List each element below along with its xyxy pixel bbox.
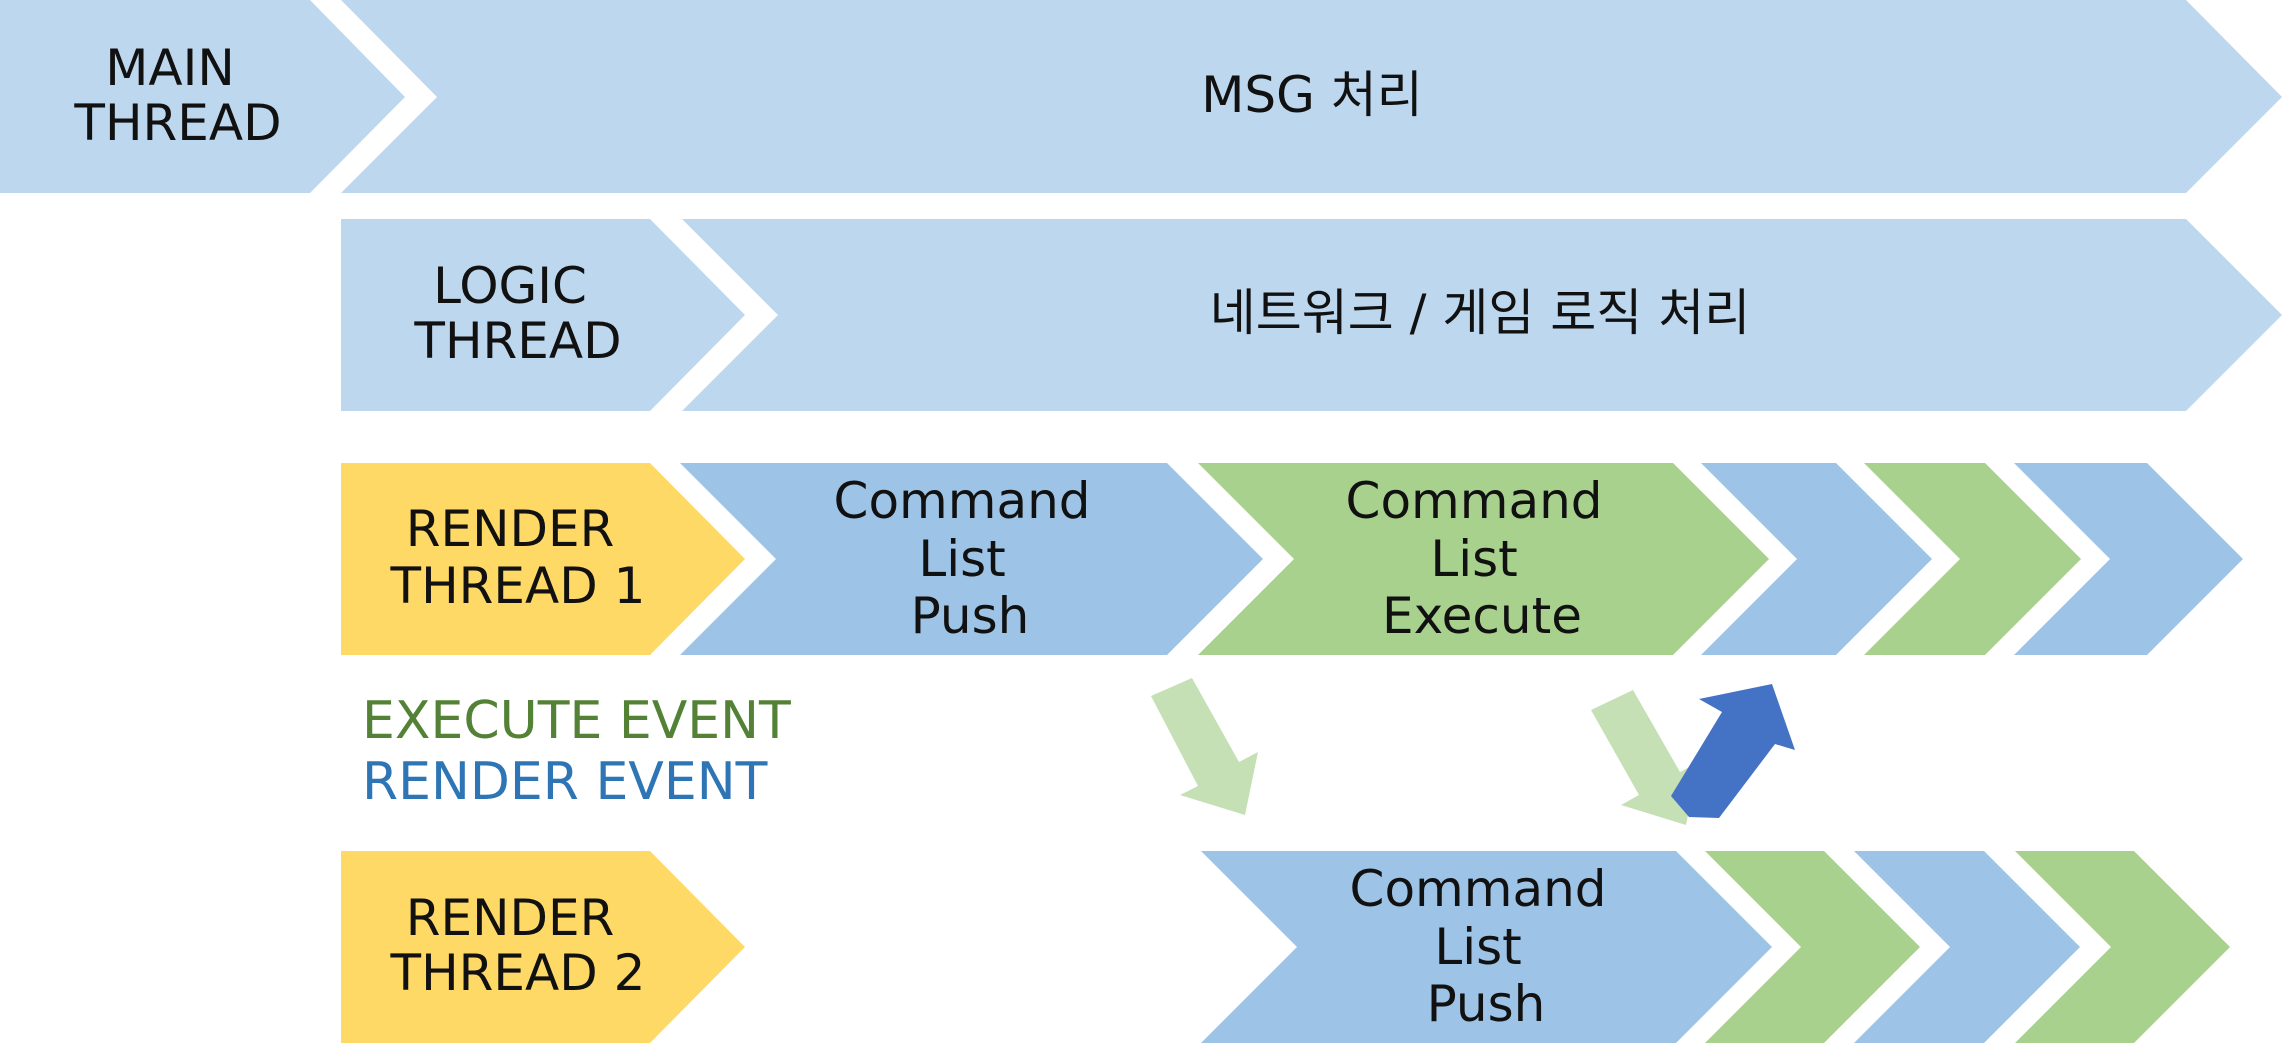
push2-label-line3: Push bbox=[1427, 975, 1546, 1033]
logic-thread-label-line1: LOGIC bbox=[433, 257, 587, 315]
render-thread-2-label-line1: RENDER bbox=[406, 889, 615, 947]
execute-event-arrow-2 bbox=[1591, 690, 1699, 825]
render-thread-2-label-line2: THREAD 2 bbox=[390, 944, 646, 1002]
main-thread-task-label: MSG 처리 bbox=[1201, 66, 1423, 124]
render-thread-2-label: RENDER THREAD 2 bbox=[390, 889, 646, 1002]
legend: EXECUTE EVENT RENDER EVENT bbox=[362, 691, 791, 812]
render-thread-1-render-chevron-1 bbox=[1701, 463, 1932, 655]
render-thread-1-label-line1: RENDER bbox=[406, 500, 615, 558]
main-thread-label-line2: THREAD bbox=[73, 94, 281, 152]
render-thread-2-execute-chevron-2 bbox=[2015, 851, 2230, 1043]
execute-event-arrow-1 bbox=[1151, 678, 1258, 815]
render-thread-1-label-line2: THREAD 1 bbox=[390, 557, 646, 615]
render-thread-1-label: RENDER THREAD 1 bbox=[390, 500, 646, 615]
legend-execute-event: EXECUTE EVENT bbox=[362, 691, 791, 751]
logic-thread-task-shape bbox=[682, 219, 2282, 411]
render-thread-2-push-shape bbox=[1201, 851, 1772, 1043]
push2-label-line1: Command bbox=[1350, 860, 1607, 918]
render-thread-2-row: RENDER THREAD 2 Command List Push bbox=[341, 851, 2230, 1043]
main-thread-label-line1: MAIN bbox=[105, 39, 235, 97]
logic-thread-label-line2: THREAD bbox=[413, 312, 621, 370]
legend-render-event: RENDER EVENT bbox=[362, 752, 768, 812]
execute-label-line2: List bbox=[1430, 530, 1517, 588]
render-thread-1-push-shape bbox=[680, 463, 1263, 655]
render-thread-1-row: RENDER THREAD 1 Command List Push Comman… bbox=[341, 463, 2243, 655]
render-event-arrow bbox=[1671, 684, 1795, 818]
event-arrows bbox=[1151, 678, 1795, 825]
logic-thread-header-shape bbox=[341, 219, 745, 411]
render-thread-1-execute-label: Command List Execute bbox=[1346, 472, 1619, 645]
execute-label-line1: Command bbox=[1346, 472, 1603, 530]
logic-thread-row: LOGIC THREAD 네트워크 / 게임 로직 처리 bbox=[341, 219, 2282, 411]
main-thread-label: MAIN THREAD bbox=[73, 39, 281, 152]
render-thread-2-execute-chevron-1 bbox=[1705, 851, 1920, 1043]
render-thread-1-render-chevron-2 bbox=[2014, 463, 2243, 655]
push-label-line1: Command bbox=[834, 472, 1091, 530]
render-thread-2-render-chevron-1 bbox=[1854, 851, 2080, 1043]
render-thread-1-header-shape bbox=[341, 463, 745, 655]
main-thread-task-shape bbox=[341, 0, 2282, 193]
render-thread-2-header-shape bbox=[341, 851, 745, 1043]
main-thread-row: MAIN THREAD MSG 처리 bbox=[0, 0, 2282, 193]
render-thread-2-push-label: Command List Push bbox=[1350, 860, 1623, 1033]
logic-thread-task-label: 네트워크 / 게임 로직 처리 bbox=[1210, 284, 1750, 342]
render-thread-1-push-label: Command List Push bbox=[834, 472, 1107, 645]
logic-thread-label: LOGIC THREAD bbox=[413, 257, 621, 370]
execute-label-line3: Execute bbox=[1382, 587, 1582, 645]
main-thread-header-shape bbox=[0, 0, 405, 193]
render-thread-1-execute-shape bbox=[1198, 463, 1769, 655]
push-label-line2: List bbox=[918, 530, 1005, 588]
push-label-line3: Push bbox=[911, 587, 1030, 645]
push2-label-line2: List bbox=[1434, 918, 1521, 976]
render-thread-1-execute-chevron-1 bbox=[1864, 463, 2081, 655]
